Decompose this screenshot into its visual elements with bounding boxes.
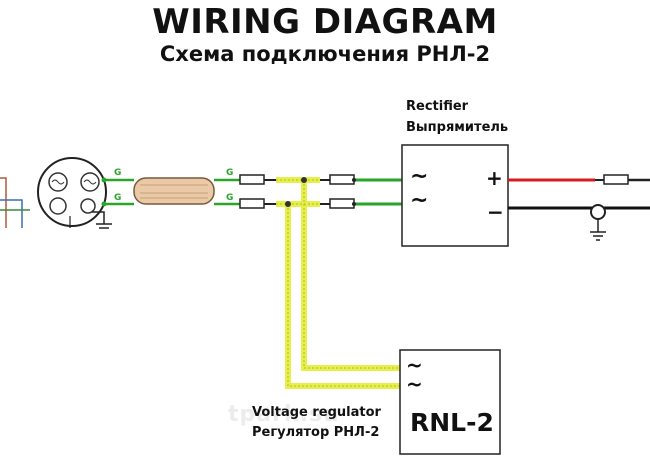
generator-leads: [101, 177, 134, 207]
wire-harness: [133, 177, 215, 205]
generator: [0, 157, 112, 229]
lead-letter-g: G: [114, 168, 122, 178]
watermark: tpark.su: [228, 402, 340, 427]
rectifier-output-wires: [508, 174, 650, 241]
regulator-label-en: Voltage regulator: [252, 405, 381, 420]
regulator-model-label: RNL-2: [410, 408, 494, 437]
regulator-label-ru: Регулятор РНЛ-2: [252, 425, 380, 440]
regulator-ac-symbol: ~: [406, 353, 423, 377]
lead-letter-g: G: [226, 168, 234, 178]
rectifier-box: [401, 144, 509, 247]
regulator-ac-symbol: ~: [406, 372, 423, 396]
diagram-subtitle: Схема подключения РНЛ-2: [159, 42, 491, 66]
rectifier-ac-symbol: ~: [410, 164, 429, 189]
rectifier-minus-terminal: −: [487, 200, 504, 224]
rectifier-input-wires: [352, 178, 402, 206]
lead-letter-g: G: [226, 193, 234, 203]
rectifier-label-en: Rectifier: [406, 99, 469, 114]
rectifier-label-ru: Выпрямитель: [406, 120, 509, 135]
rectifier-plus-terminal: +: [486, 166, 503, 190]
regulator-wires-yellow: [276, 177, 400, 389]
lead-letter-g: G: [114, 193, 122, 203]
rectifier-ac-symbol: ~: [410, 188, 429, 213]
regulator-box: [399, 349, 501, 455]
harness-output-wires: [214, 178, 240, 206]
connector-pair-right: [320, 174, 355, 209]
connector-pair-left: [239, 174, 276, 209]
diagram-title: WIRING DIAGRAM: [152, 2, 498, 42]
